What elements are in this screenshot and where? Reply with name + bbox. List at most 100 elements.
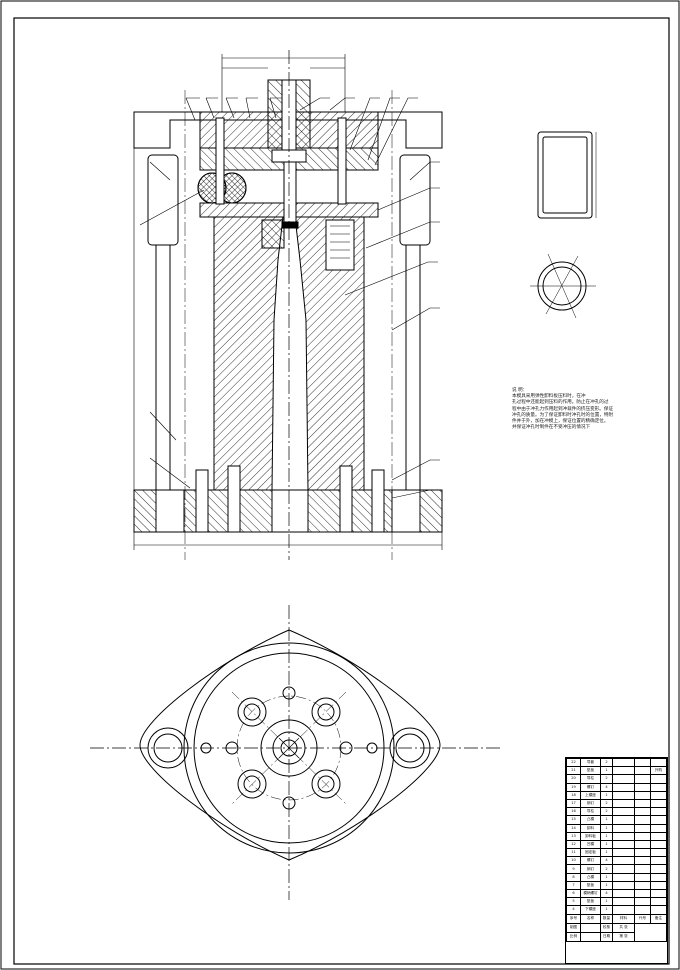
bom-cell: 8 [566, 872, 581, 882]
note-line: 并保证冲孔时制件在不受冲压的情况下 [512, 425, 591, 431]
bom-cell: 1 [600, 839, 613, 850]
bom-cell: 凸模 [580, 815, 601, 825]
title-block-row: 制图 校核 共 张 [566, 922, 667, 942]
bom-cell: 螺钉 [580, 782, 601, 792]
bom-cell [634, 856, 651, 866]
bom-cell [650, 815, 667, 825]
bom-cell [612, 839, 635, 850]
title-cell: 共 张 [612, 922, 635, 933]
bom-cell: 16 [566, 807, 581, 817]
bom-cell: 1 [600, 848, 613, 858]
bom-header-row: 序号 名称 数量 材料 代号 备注 [566, 913, 667, 924]
bom-cell [650, 790, 667, 800]
title-cell [634, 922, 667, 942]
bom-cell: 4 [600, 782, 613, 792]
bom-cell: 21 [566, 766, 581, 776]
bom-cell [650, 782, 667, 792]
bom-cell: 导套 [580, 757, 601, 768]
bom-cell: 导柱 [580, 807, 601, 817]
bom-cell: 下模座 [580, 905, 601, 915]
technical-note: 说 明： 本模具采用弹性卸料板压料时，在冲 孔过程中还能起到压料的作用。防止在冲… [512, 388, 632, 431]
bom-cell [612, 782, 635, 792]
bom-cell: 1 [600, 790, 613, 800]
bom-cell [612, 880, 635, 891]
bom-cell [634, 848, 651, 858]
bom-cell: 上模座 [580, 790, 601, 800]
title-cell: 校核 [600, 922, 613, 933]
bom-cell [634, 823, 651, 833]
bom-cell: 1 [600, 880, 613, 891]
title-cell: 制图 [566, 922, 581, 933]
title-cell [580, 922, 601, 933]
bom-cell: 螺钉 [580, 856, 601, 866]
bom-cell [612, 807, 635, 817]
bom-cell [650, 757, 667, 768]
bom-cell: 2 [600, 807, 613, 817]
bom-cell [612, 774, 635, 784]
bom-cell [612, 815, 635, 825]
bom-cell [612, 798, 635, 809]
bom-cell [634, 905, 651, 915]
bom-cell [634, 790, 651, 800]
title-cell: 第 张 [612, 931, 635, 942]
bom-cell: 1 [600, 905, 613, 915]
bom-header-cell: 数量 [600, 913, 613, 924]
bom-cell [634, 839, 651, 850]
bom-cell [612, 831, 635, 841]
title-cell: 日期 [600, 931, 613, 942]
bom-cell: 凹模 [580, 839, 601, 850]
bom-cell [650, 880, 667, 891]
bom-cell [612, 757, 635, 768]
bom-cell: 4 [600, 888, 613, 899]
bom-cell: 1 [600, 897, 613, 907]
note-line: 冲孔的质量。为了保证卸料时冲孔时的位置，特附 [512, 412, 614, 418]
bom-cell: 2 [600, 757, 613, 768]
bom-cell: 固定板 [580, 848, 601, 858]
bom-cell: 凸模 [580, 872, 601, 882]
bom-cell [634, 864, 651, 874]
bom-cell: 2 [600, 774, 613, 784]
bom-cell [634, 872, 651, 882]
bom-cell [650, 864, 667, 874]
bom-cell: 15 [566, 815, 581, 825]
bom-cell [612, 897, 635, 907]
bom-cell: 1 [600, 831, 613, 841]
bom-cell [650, 905, 667, 915]
bom-cell: 6 [566, 888, 581, 899]
note-line: 本模具采用弹性卸料板压料时，在冲 [512, 394, 586, 400]
bom-cell [612, 864, 635, 874]
bom-cell: 4 [600, 856, 613, 866]
title-cell: 比例 [566, 931, 581, 942]
bom-cell [650, 798, 667, 809]
bom-cell [634, 831, 651, 841]
bom-cell: 5 [566, 897, 581, 907]
bom-cell: 导柱 [580, 774, 601, 784]
bom-header-cell: 材料 [612, 913, 635, 924]
bom-cell [634, 807, 651, 817]
bom-cell [634, 774, 651, 784]
title-block-row: 比例 日期 第 张 [566, 931, 667, 942]
bom-cell: 1 [600, 823, 613, 833]
bom-cell [634, 782, 651, 792]
bom-cell [634, 880, 651, 891]
title-cell [580, 931, 601, 942]
bom-cell [650, 807, 667, 817]
bom-cell [634, 766, 651, 776]
bom-cell [634, 888, 651, 899]
bom-cell [612, 766, 635, 776]
bom-cell [634, 897, 651, 907]
